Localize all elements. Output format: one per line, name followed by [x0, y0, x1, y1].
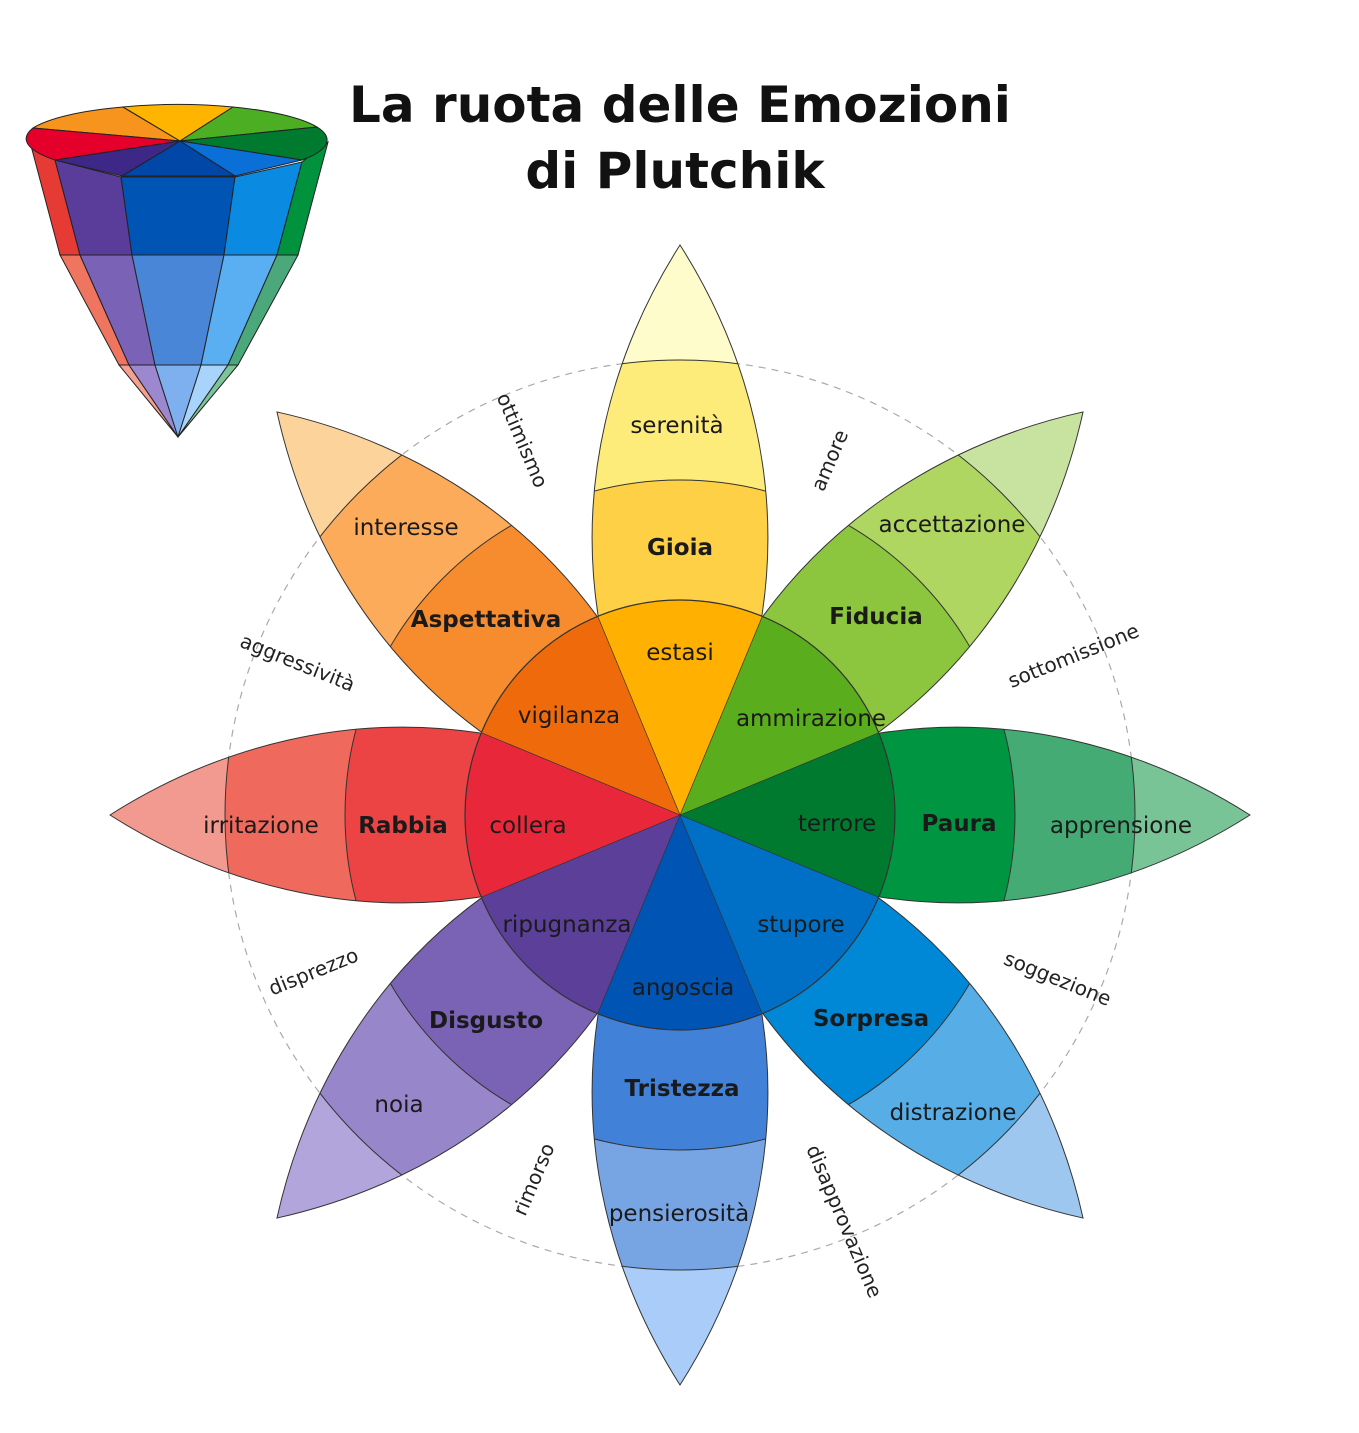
- label-fiducia: Fiducia: [829, 604, 922, 630]
- cone-top-lightgreen: [179, 106, 319, 142]
- petal-outline-rabbia: [109, 726, 682, 904]
- title-line-1: La ruota delle Emozioni: [349, 76, 1011, 134]
- petal-outline-tristezza: [591, 813, 769, 1386]
- label-distrazione: distrazione: [890, 1100, 1017, 1126]
- label-angoscia: angoscia: [632, 975, 734, 1001]
- label-disgusto: Disgusto: [429, 1008, 543, 1034]
- label-pensierosita: pensierosità: [609, 1201, 749, 1227]
- dyad-rimorso: rimorso: [508, 1139, 560, 1219]
- petal-outline-sorpresa: [679, 814, 1084, 1219]
- label-aspettativa: Aspettativa: [411, 607, 561, 633]
- petal-outline-fiducia: [679, 411, 1084, 816]
- dyad-soggezione: soggezione: [1000, 946, 1114, 1011]
- cone-side-green-3: [177, 364, 240, 438]
- label-apprensione: apprensione: [1050, 813, 1192, 839]
- label-estasi: estasi: [646, 640, 714, 666]
- cone-top-orange: [31, 106, 181, 142]
- dyad-disapprovazione: disapprovazione: [801, 1141, 887, 1301]
- label-interesse: interesse: [353, 515, 458, 541]
- title-line-2: di Plutchik: [525, 142, 826, 200]
- cone-top-yellow: [121, 103, 235, 142]
- label-accettazione: accettazione: [879, 512, 1026, 538]
- label-stupore: stupore: [757, 912, 844, 938]
- dyad-ottimismo: ottimismo: [492, 389, 553, 491]
- label-paura: Paura: [922, 811, 997, 837]
- cone-top-darkgreen: [179, 126, 328, 161]
- inner-circle-outline: [464, 599, 896, 1031]
- label-vigilanza: vigilanza: [518, 703, 620, 729]
- label-sorpresa: Sorpresa: [813, 1006, 929, 1032]
- petal-outline-paura: [678, 726, 1251, 904]
- label-terrore: terrore: [798, 811, 876, 837]
- label-irritazione: irritazione: [203, 813, 319, 839]
- label-tristezza: Tristezza: [625, 1076, 740, 1102]
- label-ripugnanza: ripugnanza: [502, 912, 631, 938]
- dyad-aggressivita: aggressività: [237, 629, 359, 697]
- label-collera: collera: [489, 813, 566, 839]
- cone-top-red: [25, 127, 181, 161]
- cone-side-blue: [120, 176, 236, 256]
- dyad-sottomissione: sottomissione: [1004, 618, 1142, 692]
- petal-outline-gioia: [591, 244, 769, 817]
- label-ammirazione: ammirazione: [736, 706, 886, 732]
- petal-outline-aspettativa: [276, 411, 681, 816]
- label-noia: noia: [374, 1092, 423, 1118]
- dyad-amore: amore: [806, 426, 853, 494]
- petal-outline-disgusto: [276, 814, 681, 1219]
- label-serenita: serenità: [630, 413, 723, 439]
- emotion-cone-model: [25, 103, 329, 439]
- label-gioia: Gioia: [647, 535, 713, 561]
- label-rabbia: Rabbia: [358, 813, 448, 839]
- inner-circle: [464, 599, 896, 1031]
- dyad-disprezzo: disprezzo: [265, 943, 362, 1001]
